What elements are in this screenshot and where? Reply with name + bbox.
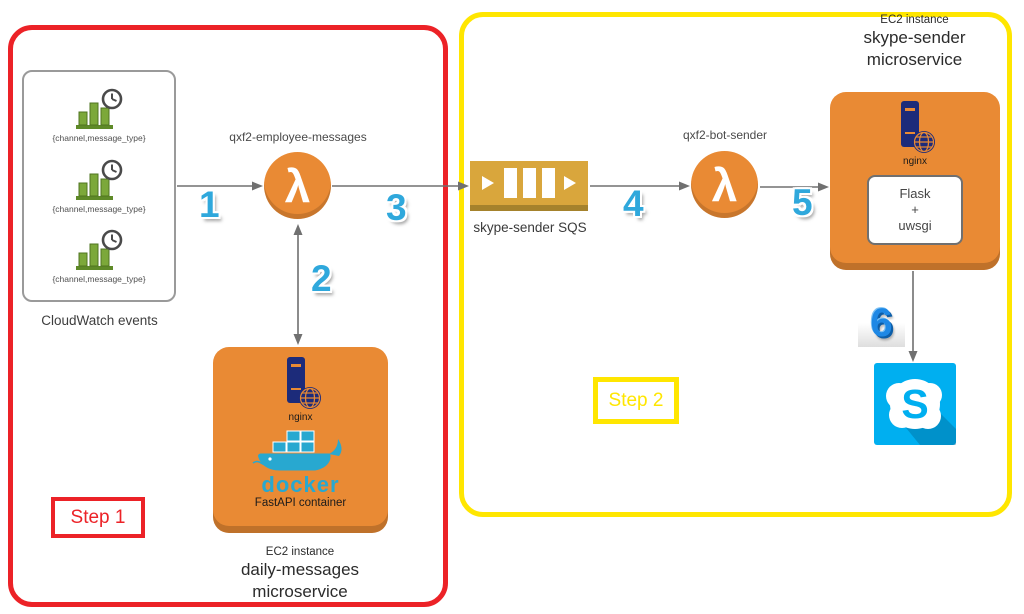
ec2-skype-sender-box: nginx Flask + uwsgi [830,92,1000,270]
cloudwatch-event-label: {channel,message_type} [52,274,146,285]
flow-number-3: 3 [386,187,407,228]
flask-line: Flask [899,185,931,201]
sqs-icon [470,161,588,211]
ec2-right-title-small: EC2 instance [880,14,949,26]
flow-number-1: 1 [199,184,220,225]
nginx-label: nginx [903,156,927,167]
ec2-daily-messages-box: nginx docker FastAPI container [213,347,388,533]
ec2-right-title-line2: microservice [866,49,963,69]
lambda2-icon: λ [691,151,758,218]
ec2-left-caption-small: EC2 instance [265,546,335,558]
sqs-queue-glyph [470,161,588,205]
skype-letter: S [901,381,928,427]
docker-wordmark: docker [261,472,340,497]
lambda-symbol: λ [711,158,738,211]
plus-line: + [911,201,919,217]
step1-region-outline [8,25,448,607]
lambda1-icon: λ [264,152,331,219]
flow-number-4: 4 [623,183,644,224]
lambda-symbol: λ [284,159,311,212]
flow-number-2: 2 [311,258,332,299]
cloudwatch-event-item: {channel,message_type} [52,88,146,143]
fastapi-container-label: FastAPI container [254,497,347,509]
step2-label-box: Step 2 [593,377,679,424]
ec2-right-title-line1: skype-sender [863,28,966,48]
skype-icon: S [874,363,956,445]
cloudwatch-events-box: {channel,message_type} {channel,message_… [22,70,176,302]
cloudwatch-caption: CloudWatch events [41,313,158,328]
step2-region-outline [459,12,1012,517]
step1-label-box: Step 1 [51,497,145,538]
flow-number-6: 6 [858,299,905,347]
sqs-label: skype-sender SQS [473,220,587,235]
lambda2-label: qxf2-bot-sender [682,128,768,142]
ec2-left-caption: EC2 instance daily-messages microservice [205,545,395,602]
cloudwatch-event-item: {channel,message_type} [52,159,146,214]
lambda1-label: qxf2-employee-messages [229,130,367,144]
cloudwatch-scheduled-event-icon [75,159,123,200]
ec2-left-caption-line1: daily-messages [240,560,360,580]
sqs-base-shadow [470,205,588,211]
cloudwatch-event-item: {channel,message_type} [52,229,146,285]
sqs-queue-bars-icon [482,168,576,198]
cloudwatch-event-label: {channel,message_type} [52,203,146,214]
ec2-right-title: EC2 instance skype-sender microservice [822,13,1007,70]
uwsgi-line: uwsgi [898,218,932,234]
flask-uwsgi-box: Flask + uwsgi [867,175,963,245]
nginx-server-icon [901,101,935,153]
cloudwatch-event-label: {channel,message_type} [52,132,146,143]
ec2-left-caption-line2: microservice [252,581,348,601]
cloudwatch-scheduled-event-icon [75,88,123,129]
nginx-server-icon [286,357,321,409]
flow-number-5: 5 [792,182,813,223]
cloudwatch-scheduled-event-icon [75,229,123,271]
docker-whale-icon [252,430,342,471]
nginx-label: nginx [288,412,313,423]
